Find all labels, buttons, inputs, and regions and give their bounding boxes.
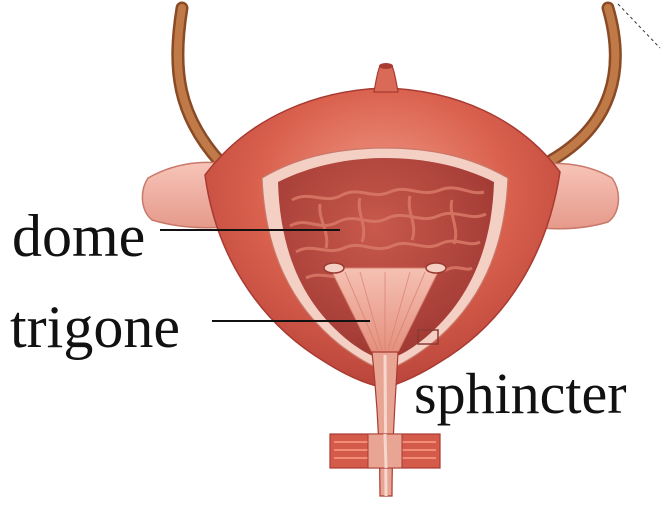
dashed-line-icon: [618, 4, 660, 48]
label-trigone: trigone: [10, 297, 180, 357]
label-dome: dome: [12, 206, 145, 266]
label-sphincter: sphincter: [414, 365, 627, 423]
ureteral-orifice-left: [324, 263, 344, 273]
urachus: [374, 66, 398, 92]
ureteral-orifice-right: [426, 263, 446, 273]
